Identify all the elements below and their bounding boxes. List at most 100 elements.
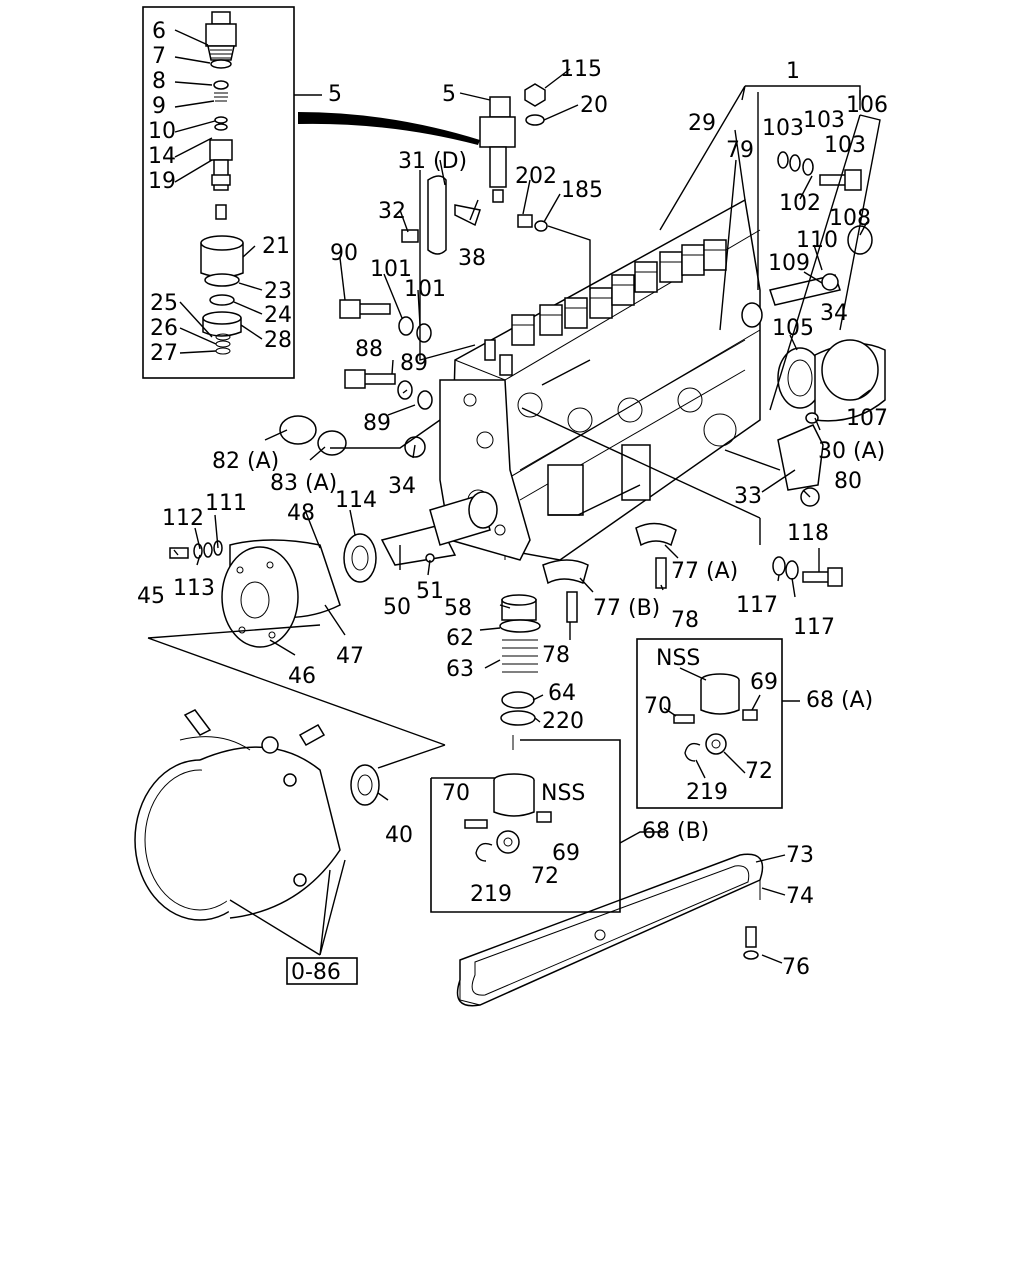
label-117a: 117 — [736, 593, 778, 618]
inset-68b-title: 68 (B) — [642, 819, 709, 844]
bottom-gasket-plate — [456, 853, 764, 1007]
label-185: 185 — [561, 178, 603, 203]
inset-68a-72: 72 — [745, 759, 773, 784]
label-30a: 30 (A) — [818, 439, 885, 464]
label-48: 48 — [287, 501, 315, 526]
inset-68a: 68 (A) NSS 69 70 72 219 — [636, 638, 873, 809]
label-33: 33 — [734, 484, 762, 509]
label-109: 109 — [768, 251, 810, 276]
inset-68b-72: 72 — [531, 864, 559, 889]
label-5: 5 — [442, 82, 456, 107]
label-114: 114 — [335, 488, 377, 513]
callout-7: 7 — [152, 44, 166, 69]
label-82a: 82 (A) — [212, 449, 279, 474]
callout-28: 28 — [264, 328, 292, 353]
callout-21: 21 — [262, 234, 290, 259]
label-80: 80 — [834, 469, 862, 494]
label-47: 47 — [336, 644, 364, 669]
label-51: 51 — [416, 579, 444, 604]
inset-68b: 68 (B) NSS 69 70 72 219 — [430, 739, 709, 913]
label-46: 46 — [288, 664, 316, 689]
label-220: 220 — [542, 709, 584, 734]
inset-68a-70: 70 — [644, 694, 672, 719]
label-77b: 77 (B) — [593, 596, 660, 621]
callout-19: 19 — [148, 169, 176, 194]
label-117b: 117 — [793, 615, 835, 640]
label-90: 90 — [330, 241, 358, 266]
label-113: 113 — [173, 576, 215, 601]
label-103b: 103 — [803, 108, 845, 133]
label-63: 63 — [446, 657, 474, 682]
inset-68b-219: 219 — [470, 882, 512, 907]
label-34a: 34 — [820, 301, 848, 326]
label-77a: 77 (A) — [671, 559, 738, 584]
label-88: 88 — [355, 337, 383, 362]
label-38: 38 — [458, 246, 486, 271]
delivery-valve-holders — [511, 239, 727, 346]
label-62: 62 — [446, 626, 474, 651]
callout-24: 24 — [264, 303, 292, 328]
inset-injector-parts: 6 7 8 9 10 14 19 21 23 24 25 26 27 28 — [142, 6, 295, 379]
callout-23: 23 — [264, 279, 292, 304]
inset-pointer-arrow — [298, 112, 480, 145]
label-202: 202 — [515, 164, 557, 189]
tappet-stack — [499, 594, 541, 750]
label-107: 107 — [846, 406, 888, 431]
reference-box-label: 0-86 — [291, 960, 341, 985]
inset-68a-219: 219 — [686, 780, 728, 805]
label-118: 118 — [787, 521, 829, 546]
callout-14: 14 — [148, 144, 176, 169]
label-32: 32 — [378, 199, 406, 224]
label-79: 79 — [726, 138, 754, 163]
label-78b: 78 — [542, 643, 570, 668]
label-83a: 83 (A) — [270, 471, 337, 496]
callout-9: 9 — [152, 94, 166, 119]
label-76: 76 — [782, 955, 810, 980]
label-106: 106 — [846, 93, 888, 118]
label-105: 105 — [772, 316, 814, 341]
label-110: 110 — [796, 228, 838, 253]
inset-68b-69: 69 — [552, 841, 580, 866]
label-89b: 89 — [363, 411, 391, 436]
label-89a: 89 — [400, 351, 428, 376]
callout-labels: 1 5 115 20 29 79 103 103 103 106 31 (D) … — [137, 57, 888, 980]
top-parts — [279, 83, 886, 623]
label-31d: 31 (D) — [398, 149, 467, 174]
label-108: 108 — [829, 206, 871, 231]
label-115: 115 — [560, 57, 602, 82]
inset-68b-nss: NSS — [541, 781, 585, 806]
label-40: 40 — [385, 823, 413, 848]
label-101a: 101 — [370, 257, 412, 282]
label-64: 64 — [548, 681, 576, 706]
label-34b: 34 — [388, 474, 416, 499]
label-58: 58 — [444, 596, 472, 621]
callout-26: 26 — [150, 316, 178, 341]
label-73: 73 — [786, 843, 814, 868]
timer-housing — [134, 709, 380, 921]
callout-10: 10 — [148, 119, 176, 144]
label-112: 112 — [162, 506, 204, 531]
label-103a: 103 — [762, 116, 804, 141]
label-74: 74 — [786, 884, 814, 909]
label-102: 102 — [779, 191, 821, 216]
inset-ref-label-5: 5 — [328, 82, 342, 107]
callout-25: 25 — [150, 291, 178, 316]
label-1: 1 — [786, 59, 800, 84]
reference-box-0-86: 0-86 — [286, 957, 358, 985]
label-20: 20 — [580, 93, 608, 118]
inset-68a-title: 68 (A) — [806, 688, 873, 713]
callout-6: 6 — [152, 19, 166, 44]
callout-8: 8 — [152, 69, 166, 94]
callout-27: 27 — [150, 341, 178, 366]
inset-68a-69: 69 — [750, 670, 778, 695]
label-101b: 101 — [404, 277, 446, 302]
label-111: 111 — [205, 491, 247, 516]
label-78a: 78 — [671, 608, 699, 633]
label-29: 29 — [688, 111, 716, 136]
label-50: 50 — [383, 595, 411, 620]
label-45: 45 — [137, 584, 165, 609]
label-103c: 103 — [824, 133, 866, 158]
leader-lines — [147, 68, 881, 964]
inset-68b-70: 70 — [442, 781, 470, 806]
